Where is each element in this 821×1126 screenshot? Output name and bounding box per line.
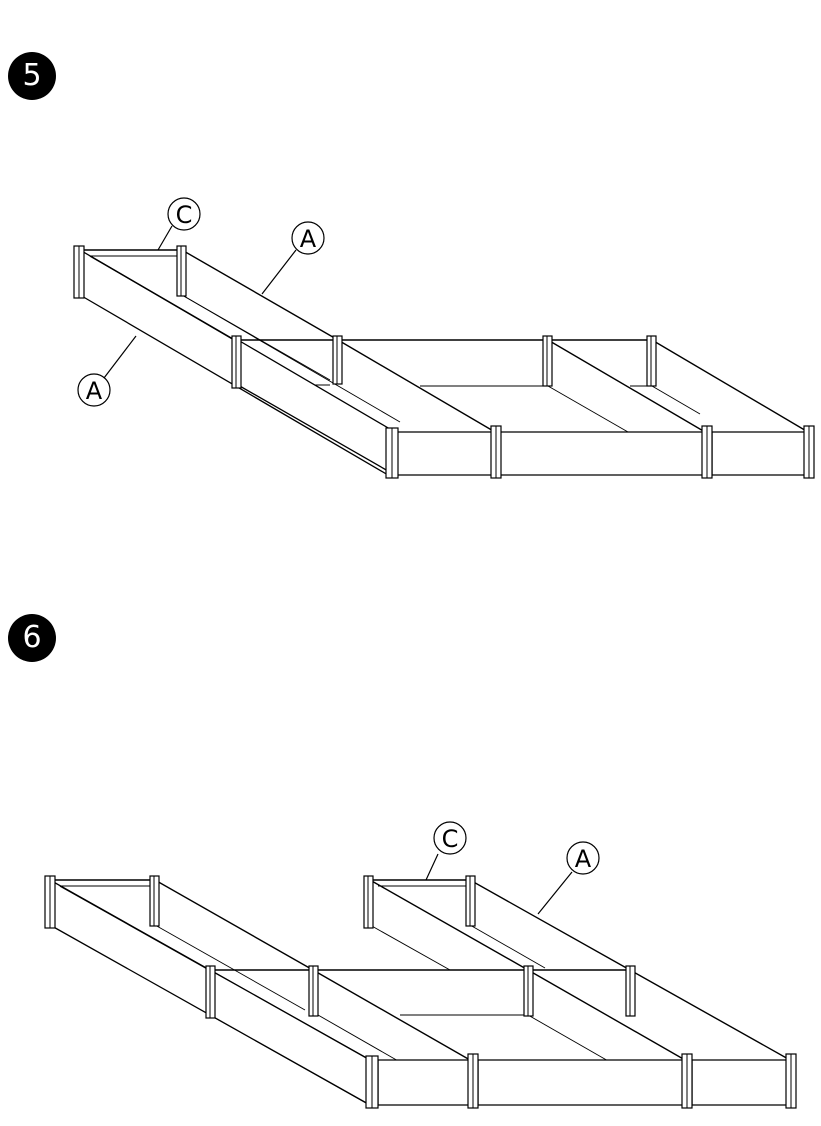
corner-post <box>332 335 343 385</box>
corner-post <box>176 245 187 297</box>
corner-post <box>73 245 85 299</box>
corner-post <box>681 1053 693 1109</box>
corner-post <box>44 875 56 929</box>
corner-post <box>803 425 815 479</box>
step-5-diagram: C A A <box>73 197 815 479</box>
svg-text:C: C <box>176 201 193 229</box>
corner-post <box>363 875 374 929</box>
corner-post <box>149 875 160 927</box>
corner-post <box>701 425 713 479</box>
corner-post <box>646 335 657 387</box>
corner-post <box>490 425 502 479</box>
callout-a-left: A <box>77 373 111 407</box>
corner-post <box>467 1053 479 1109</box>
callout-c: C <box>433 821 467 855</box>
svg-text:A: A <box>86 377 103 405</box>
svg-text:A: A <box>575 845 592 873</box>
panel-front-1 <box>377 1059 471 1106</box>
panel-front-2 <box>499 431 706 476</box>
callout-c: C <box>167 197 201 231</box>
corner-post <box>625 965 636 1017</box>
step-5-badge: 5 <box>8 52 56 100</box>
corner-post <box>385 427 399 479</box>
svg-text:C: C <box>442 825 459 853</box>
svg-text:A: A <box>300 225 317 253</box>
callout-a: A <box>291 221 325 255</box>
corner-post <box>542 335 553 387</box>
corner-post <box>465 875 476 927</box>
callout-a: A <box>566 841 600 875</box>
panel-front-2 <box>477 1059 686 1106</box>
panel-front-1 <box>394 431 496 476</box>
panel-front-3 <box>711 431 809 476</box>
step-6-badge: 6 <box>8 614 56 662</box>
panel-a-inner-rail <box>181 249 339 341</box>
corner-post <box>523 965 534 1017</box>
corner-post <box>308 965 319 1017</box>
corner-post <box>231 335 242 389</box>
corner-post <box>205 965 216 1019</box>
step-6-diagram: C A <box>44 821 797 1109</box>
corner-post <box>785 1053 797 1109</box>
panel-front-3 <box>691 1059 791 1106</box>
corner-post <box>365 1055 379 1109</box>
